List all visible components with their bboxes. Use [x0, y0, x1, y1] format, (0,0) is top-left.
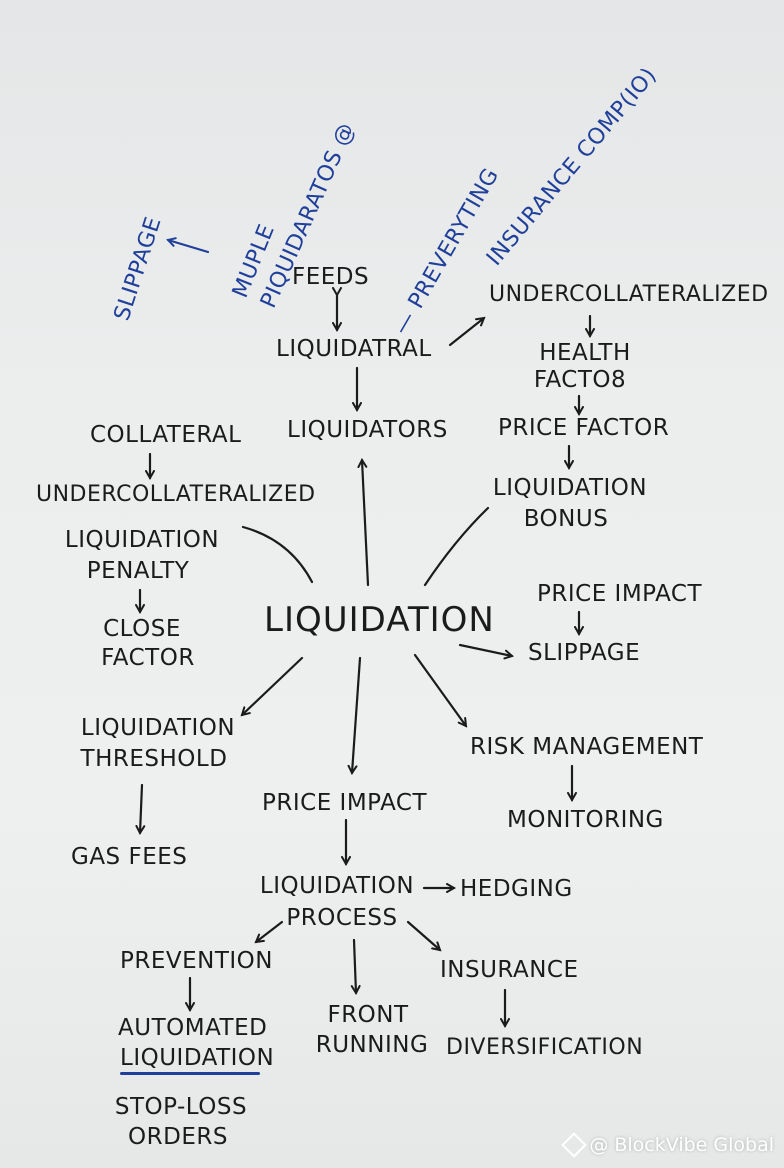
node-stop-loss-line1: STOP-LOSS	[114, 1094, 248, 1120]
node-automated-line2: LIQUIDATION	[120, 1045, 275, 1071]
watermark: @ BlockVibe Global	[561, 1132, 774, 1158]
node-bonus-line2: BONUS	[523, 506, 609, 532]
node-slippage-right: SLIPPAGE	[528, 640, 641, 666]
node-risk-management: RISK MANAGEMENT	[470, 734, 704, 760]
watermark-text: @ BlockVibe Global	[589, 1134, 774, 1156]
line-center-penalty	[241, 525, 314, 584]
node-stop-loss-line2: ORDERS	[128, 1124, 228, 1150]
node-threshold-line2: THRESHOLD	[80, 746, 228, 772]
node-front-line1: FRONT	[327, 1002, 409, 1028]
underline-automated-liquidation	[120, 1072, 260, 1075]
node-insurance: INSURANCE	[440, 957, 579, 983]
node-liquidators: LIQUIDATORS	[287, 417, 448, 443]
node-undercollateralized-left: UNDERCOLLATERALIZED	[36, 482, 316, 507]
node-automated-line1: AUTOMATED	[118, 1015, 268, 1041]
node-gas-fees: GAS FEES	[71, 844, 188, 870]
node-bonus-line1: LIQUIDATION	[492, 475, 648, 501]
node-liquidatral: LIQUIDATRAL	[276, 336, 432, 362]
node-collateral: COLLATERAL	[90, 422, 242, 448]
node-process-line2: PROCESS	[286, 905, 398, 931]
node-prevention: PREVENTION	[120, 948, 273, 974]
arrow-blue-slippage	[168, 240, 210, 254]
line-center-bonus	[423, 506, 490, 587]
node-threshold-line1: LIQUIDATION	[80, 715, 236, 741]
node-price-factor: PRICE FACTOR	[498, 415, 670, 441]
node-diversification: DIVERSIFICATION	[446, 1035, 644, 1060]
node-undercollateralized-top: UNDERCOLLATERALIZED	[489, 282, 769, 307]
node-hedging: HEDGING	[460, 876, 573, 902]
arrow-center-risk	[413, 653, 466, 726]
arrow-center-threshold	[242, 656, 304, 715]
node-process-line1: LIQUIDATION	[259, 873, 415, 899]
node-health-line2: FACTO8	[533, 367, 627, 393]
node-price-impact-bottom: PRICE IMPACT	[262, 790, 428, 816]
node-liquidation-center: LIQUIDATION	[264, 600, 495, 640]
arrow-center-liquidators	[362, 460, 370, 587]
arrow-center-slippage	[458, 643, 512, 656]
node-health-line1: HEALTH	[539, 340, 631, 366]
node-feeds: FEEDS	[292, 264, 370, 290]
arrow-process-front	[354, 938, 356, 993]
node-front-line2: RUNNING	[315, 1032, 429, 1058]
arrow-process-prevention	[256, 920, 284, 942]
arrow-liquidatral-undercollat	[448, 318, 484, 347]
arrow-center-price-impact	[352, 656, 362, 773]
node-penalty-line1: LIQUIDATION	[64, 527, 220, 553]
node-monitoring: MONITORING	[507, 807, 664, 833]
node-price-impact-right: PRICE IMPACT	[537, 581, 703, 607]
arrow-process-insurance	[406, 920, 440, 950]
node-close-line1: CLOSE	[103, 616, 181, 642]
node-close-line2: FACTOR	[101, 645, 195, 671]
arrow-threshold-gas	[140, 783, 142, 833]
node-penalty-line2: PENALTY	[86, 558, 190, 584]
blockvibe-logo-icon	[561, 1132, 588, 1158]
